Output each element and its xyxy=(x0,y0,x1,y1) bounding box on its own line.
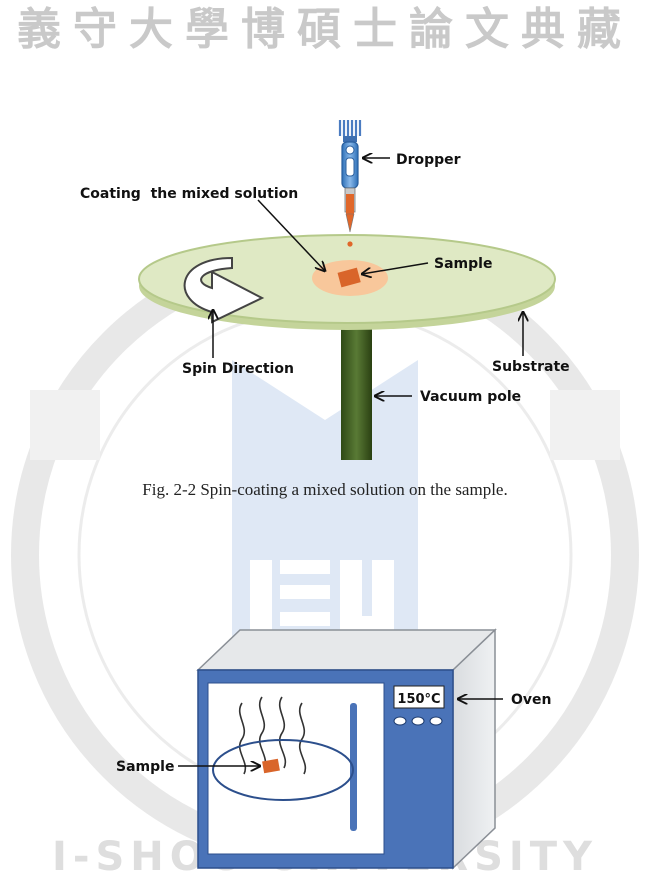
oven-knob-1 xyxy=(393,716,407,726)
spin-direction-arrow-icon xyxy=(183,256,265,324)
vacuum-pole-label: Vacuum pole xyxy=(420,389,521,405)
oven-knob-2 xyxy=(411,716,425,726)
oven-window xyxy=(207,682,385,855)
sample-square xyxy=(337,267,361,288)
oven-temperature-text: 150°C xyxy=(397,692,440,707)
heat-waves-icon xyxy=(238,696,307,775)
substrate-label: Substrate xyxy=(492,359,570,375)
sample-label-fig1: Sample xyxy=(434,256,492,272)
oven: 150°C xyxy=(196,628,497,870)
header-watermark-text: 義守大學博碩士論文典藏 xyxy=(17,4,633,55)
oven-sample-label: Sample xyxy=(116,759,174,775)
figure-caption: Fig. 2-2 Spin-coating a mixed solution o… xyxy=(142,480,508,499)
vacuum-pole xyxy=(341,322,372,460)
oven-temperature-display xyxy=(393,685,445,709)
spin-direction-label: Spin Direction xyxy=(182,361,294,377)
oven-label: Oven xyxy=(511,692,552,708)
dropper-icon xyxy=(338,120,362,247)
sample-arrow xyxy=(362,262,429,274)
oven-tray xyxy=(212,739,354,801)
coating-arrow xyxy=(257,199,325,271)
coating-label: Coating the mixed solution xyxy=(80,186,298,202)
oven-knob-3 xyxy=(429,716,443,726)
dropper-label: Dropper xyxy=(396,152,461,168)
oven-sample-square xyxy=(262,758,280,774)
